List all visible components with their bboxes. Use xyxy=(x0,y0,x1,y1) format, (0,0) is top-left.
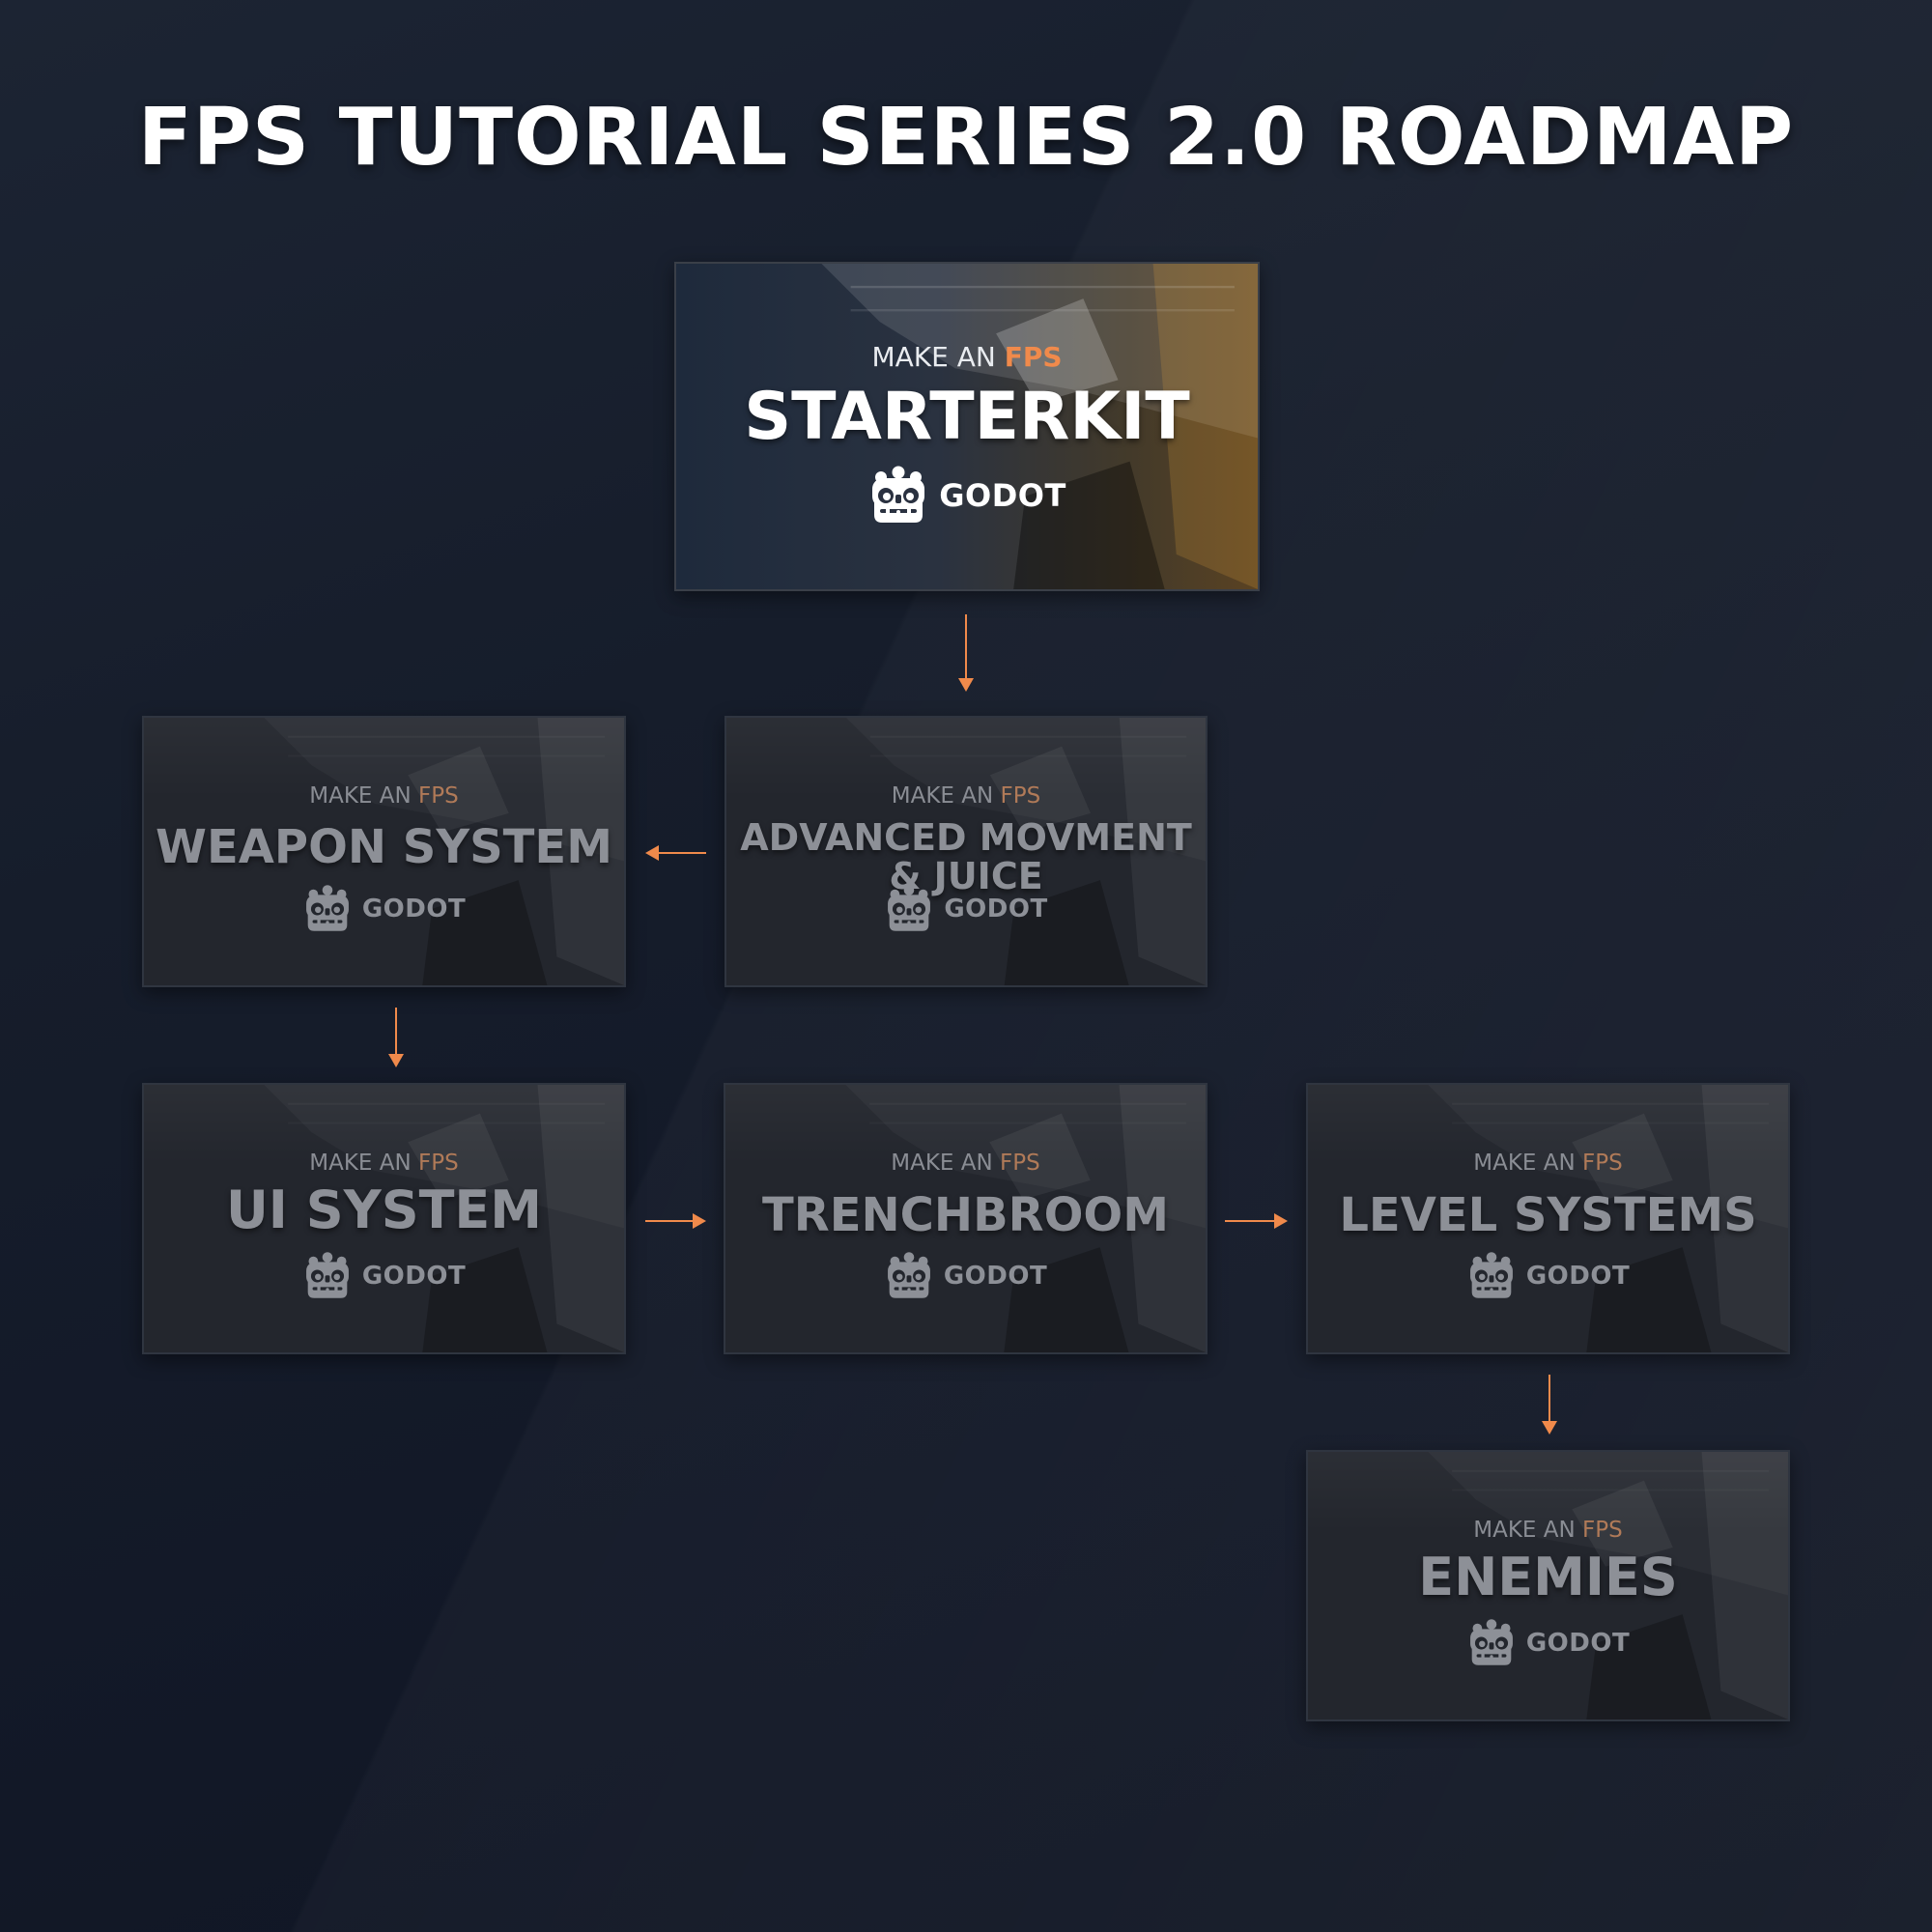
card-kicker-prefix: MAKE AN xyxy=(891,1151,1001,1176)
connector-arrow-starterkit-to-advanced-movement xyxy=(958,614,974,692)
card-title: UI SYSTEM xyxy=(225,1179,543,1240)
godot-logo-icon xyxy=(302,1251,353,1301)
card-brand: GODOT xyxy=(726,884,1206,934)
card-title: WEAPON SYSTEM xyxy=(156,820,612,874)
card-kicker-accent: FPS xyxy=(418,783,459,809)
card-title: LEVEL SYSTEMS xyxy=(1339,1188,1757,1242)
card-kicker-prefix: MAKE AN xyxy=(1473,1518,1583,1543)
godot-logo-icon xyxy=(1466,1251,1517,1301)
godot-logo-icon xyxy=(302,884,353,934)
card-kicker-accent: FPS xyxy=(1000,783,1041,809)
godot-logo-icon xyxy=(884,884,934,934)
card-kicker-accent: FPS xyxy=(418,1151,459,1176)
card-title: & JUICE xyxy=(889,854,1043,897)
card-kicker-prefix: MAKE AN xyxy=(309,783,419,809)
card-brand-label: GODOT xyxy=(1525,1629,1631,1658)
connector-arrow-weapon-system-to-ui-system xyxy=(388,1008,404,1067)
card-kicker: MAKE AN FPS xyxy=(676,341,1258,373)
card-brand: GODOT xyxy=(144,884,624,934)
roadmap-card-trenchbroom[interactable]: MAKE AN FPS TRENCHBROOM GODOT xyxy=(724,1083,1208,1354)
connector-arrow-trenchbroom-to-level-systems xyxy=(1225,1213,1288,1229)
card-kicker: MAKE AN FPS xyxy=(1308,1151,1788,1176)
roadmap-card-advanced-movement[interactable]: MAKE AN FPS ADVANCED MOVMENT& JUICE GODOT xyxy=(724,716,1208,987)
card-kicker: MAKE AN FPS xyxy=(725,1151,1206,1176)
godot-logo-icon xyxy=(1466,1618,1517,1668)
connector-arrow-advanced-movement-to-weapon-system xyxy=(645,845,706,861)
card-brand-label: GODOT xyxy=(944,895,1048,923)
card-brand: GODOT xyxy=(725,1251,1206,1301)
roadmap-card-weapon-system[interactable]: MAKE AN FPS WEAPON SYSTEM GODOT xyxy=(142,716,626,987)
card-title: ENEMIES xyxy=(1418,1547,1678,1607)
connector-arrow-level-systems-to-enemies xyxy=(1542,1375,1557,1435)
roadmap-card-ui-system[interactable]: MAKE AN FPS UI SYSTEM GODOT xyxy=(142,1083,626,1354)
card-title: TRENCHBROOM xyxy=(762,1188,1169,1242)
card-kicker: MAKE AN FPS xyxy=(144,783,624,809)
roadmap-card-enemies[interactable]: MAKE AN FPS ENEMIES GODOT xyxy=(1306,1450,1790,1721)
card-kicker-prefix: MAKE AN xyxy=(1473,1151,1583,1176)
card-title: ADVANCED MOVMENT xyxy=(740,816,1192,859)
card-kicker-prefix: MAKE AN xyxy=(309,1151,419,1176)
card-kicker: MAKE AN FPS xyxy=(1308,1518,1788,1543)
card-brand-label: GODOT xyxy=(939,477,1066,514)
card-kicker-accent: FPS xyxy=(1004,341,1063,373)
card-brand-label: GODOT xyxy=(361,895,467,923)
card-kicker: MAKE AN FPS xyxy=(726,783,1206,809)
card-kicker-accent: FPS xyxy=(1000,1151,1040,1176)
card-brand-label: GODOT xyxy=(361,1262,467,1291)
roadmap-card-level-systems[interactable]: MAKE AN FPS LEVEL SYSTEMS GODOT xyxy=(1306,1083,1790,1354)
card-kicker-prefix: MAKE AN xyxy=(891,783,1001,809)
roadmap-card-starterkit[interactable]: MAKE AN FPS STARTERKIT GODOT xyxy=(674,262,1260,591)
connector-arrow-ui-system-to-trenchbroom xyxy=(645,1213,706,1229)
page-title: FPS TUTORIAL SERIES 2.0 ROADMAP xyxy=(137,92,1795,184)
card-kicker-prefix: MAKE AN xyxy=(871,341,1005,373)
card-brand: GODOT xyxy=(676,465,1258,526)
card-kicker-accent: FPS xyxy=(1582,1518,1623,1543)
card-title: STARTERKIT xyxy=(744,379,1190,455)
card-kicker-accent: FPS xyxy=(1582,1151,1623,1176)
godot-logo-icon xyxy=(867,465,929,526)
card-brand: GODOT xyxy=(1308,1251,1788,1301)
godot-logo-icon xyxy=(884,1251,934,1301)
card-brand-label: GODOT xyxy=(943,1262,1048,1291)
card-kicker: MAKE AN FPS xyxy=(144,1151,624,1176)
card-brand: GODOT xyxy=(144,1251,624,1301)
card-brand-label: GODOT xyxy=(1525,1262,1631,1291)
card-brand: GODOT xyxy=(1308,1618,1788,1668)
